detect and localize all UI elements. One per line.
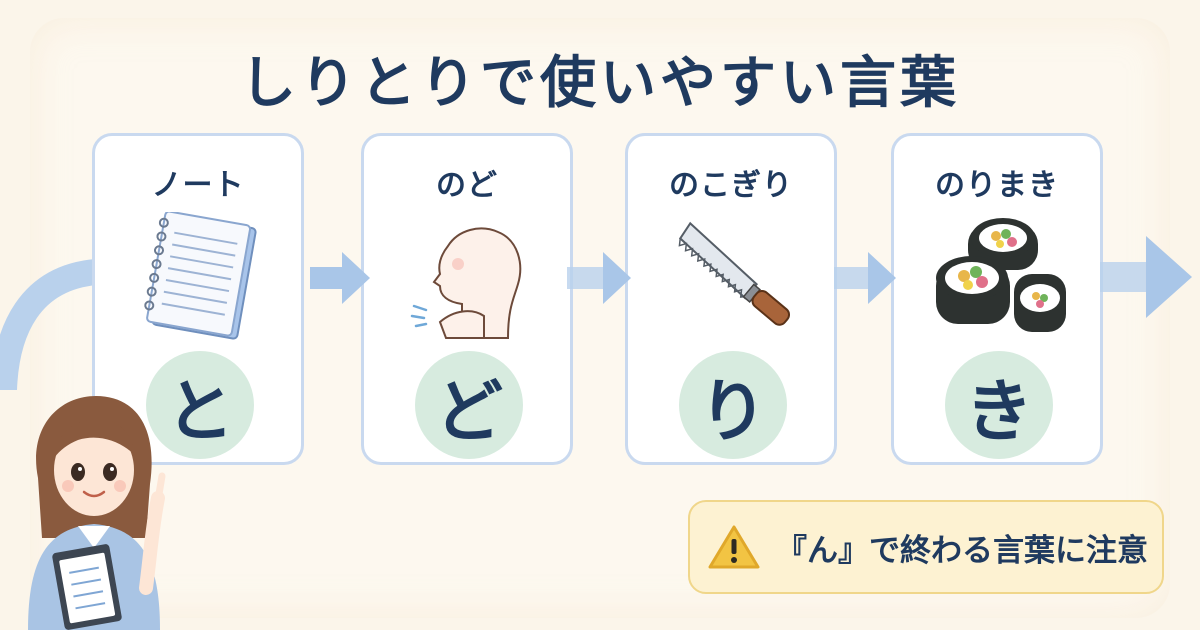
word-card: のど ど — [361, 133, 573, 465]
card-word: ノート — [151, 168, 245, 203]
teacher-illustration — [28, 396, 166, 630]
warning-text: 『ん』で終わる言葉に注意 — [776, 532, 1148, 569]
right-arrow-icon — [310, 252, 370, 304]
notebook-icon — [144, 212, 257, 340]
right-arrow-icon — [834, 252, 896, 304]
warning-icon — [708, 525, 760, 569]
sushi-roll-icon — [936, 218, 1066, 332]
word-card: のりまき き — [891, 133, 1103, 465]
last-character: き — [945, 351, 1053, 459]
card-word: のど — [436, 168, 498, 203]
word-card: のこぎり り — [625, 133, 837, 465]
throat-icon — [410, 227, 522, 339]
card-word: のりまき — [935, 168, 1059, 203]
saw-icon — [678, 221, 791, 326]
last-character: と — [146, 351, 254, 459]
right-arrow-icon — [1100, 236, 1192, 318]
flow-curve-arrow — [0, 259, 100, 390]
right-arrow-icon — [567, 252, 631, 304]
warning-note: 『ん』で終わる言葉に注意 — [688, 500, 1164, 594]
page-title: しりとりで使いやすい言葉 — [240, 51, 960, 116]
last-character: ど — [415, 351, 523, 459]
card-word: のこぎり — [669, 168, 793, 203]
word-card: ノート と — [92, 133, 304, 465]
last-character: り — [679, 351, 787, 459]
